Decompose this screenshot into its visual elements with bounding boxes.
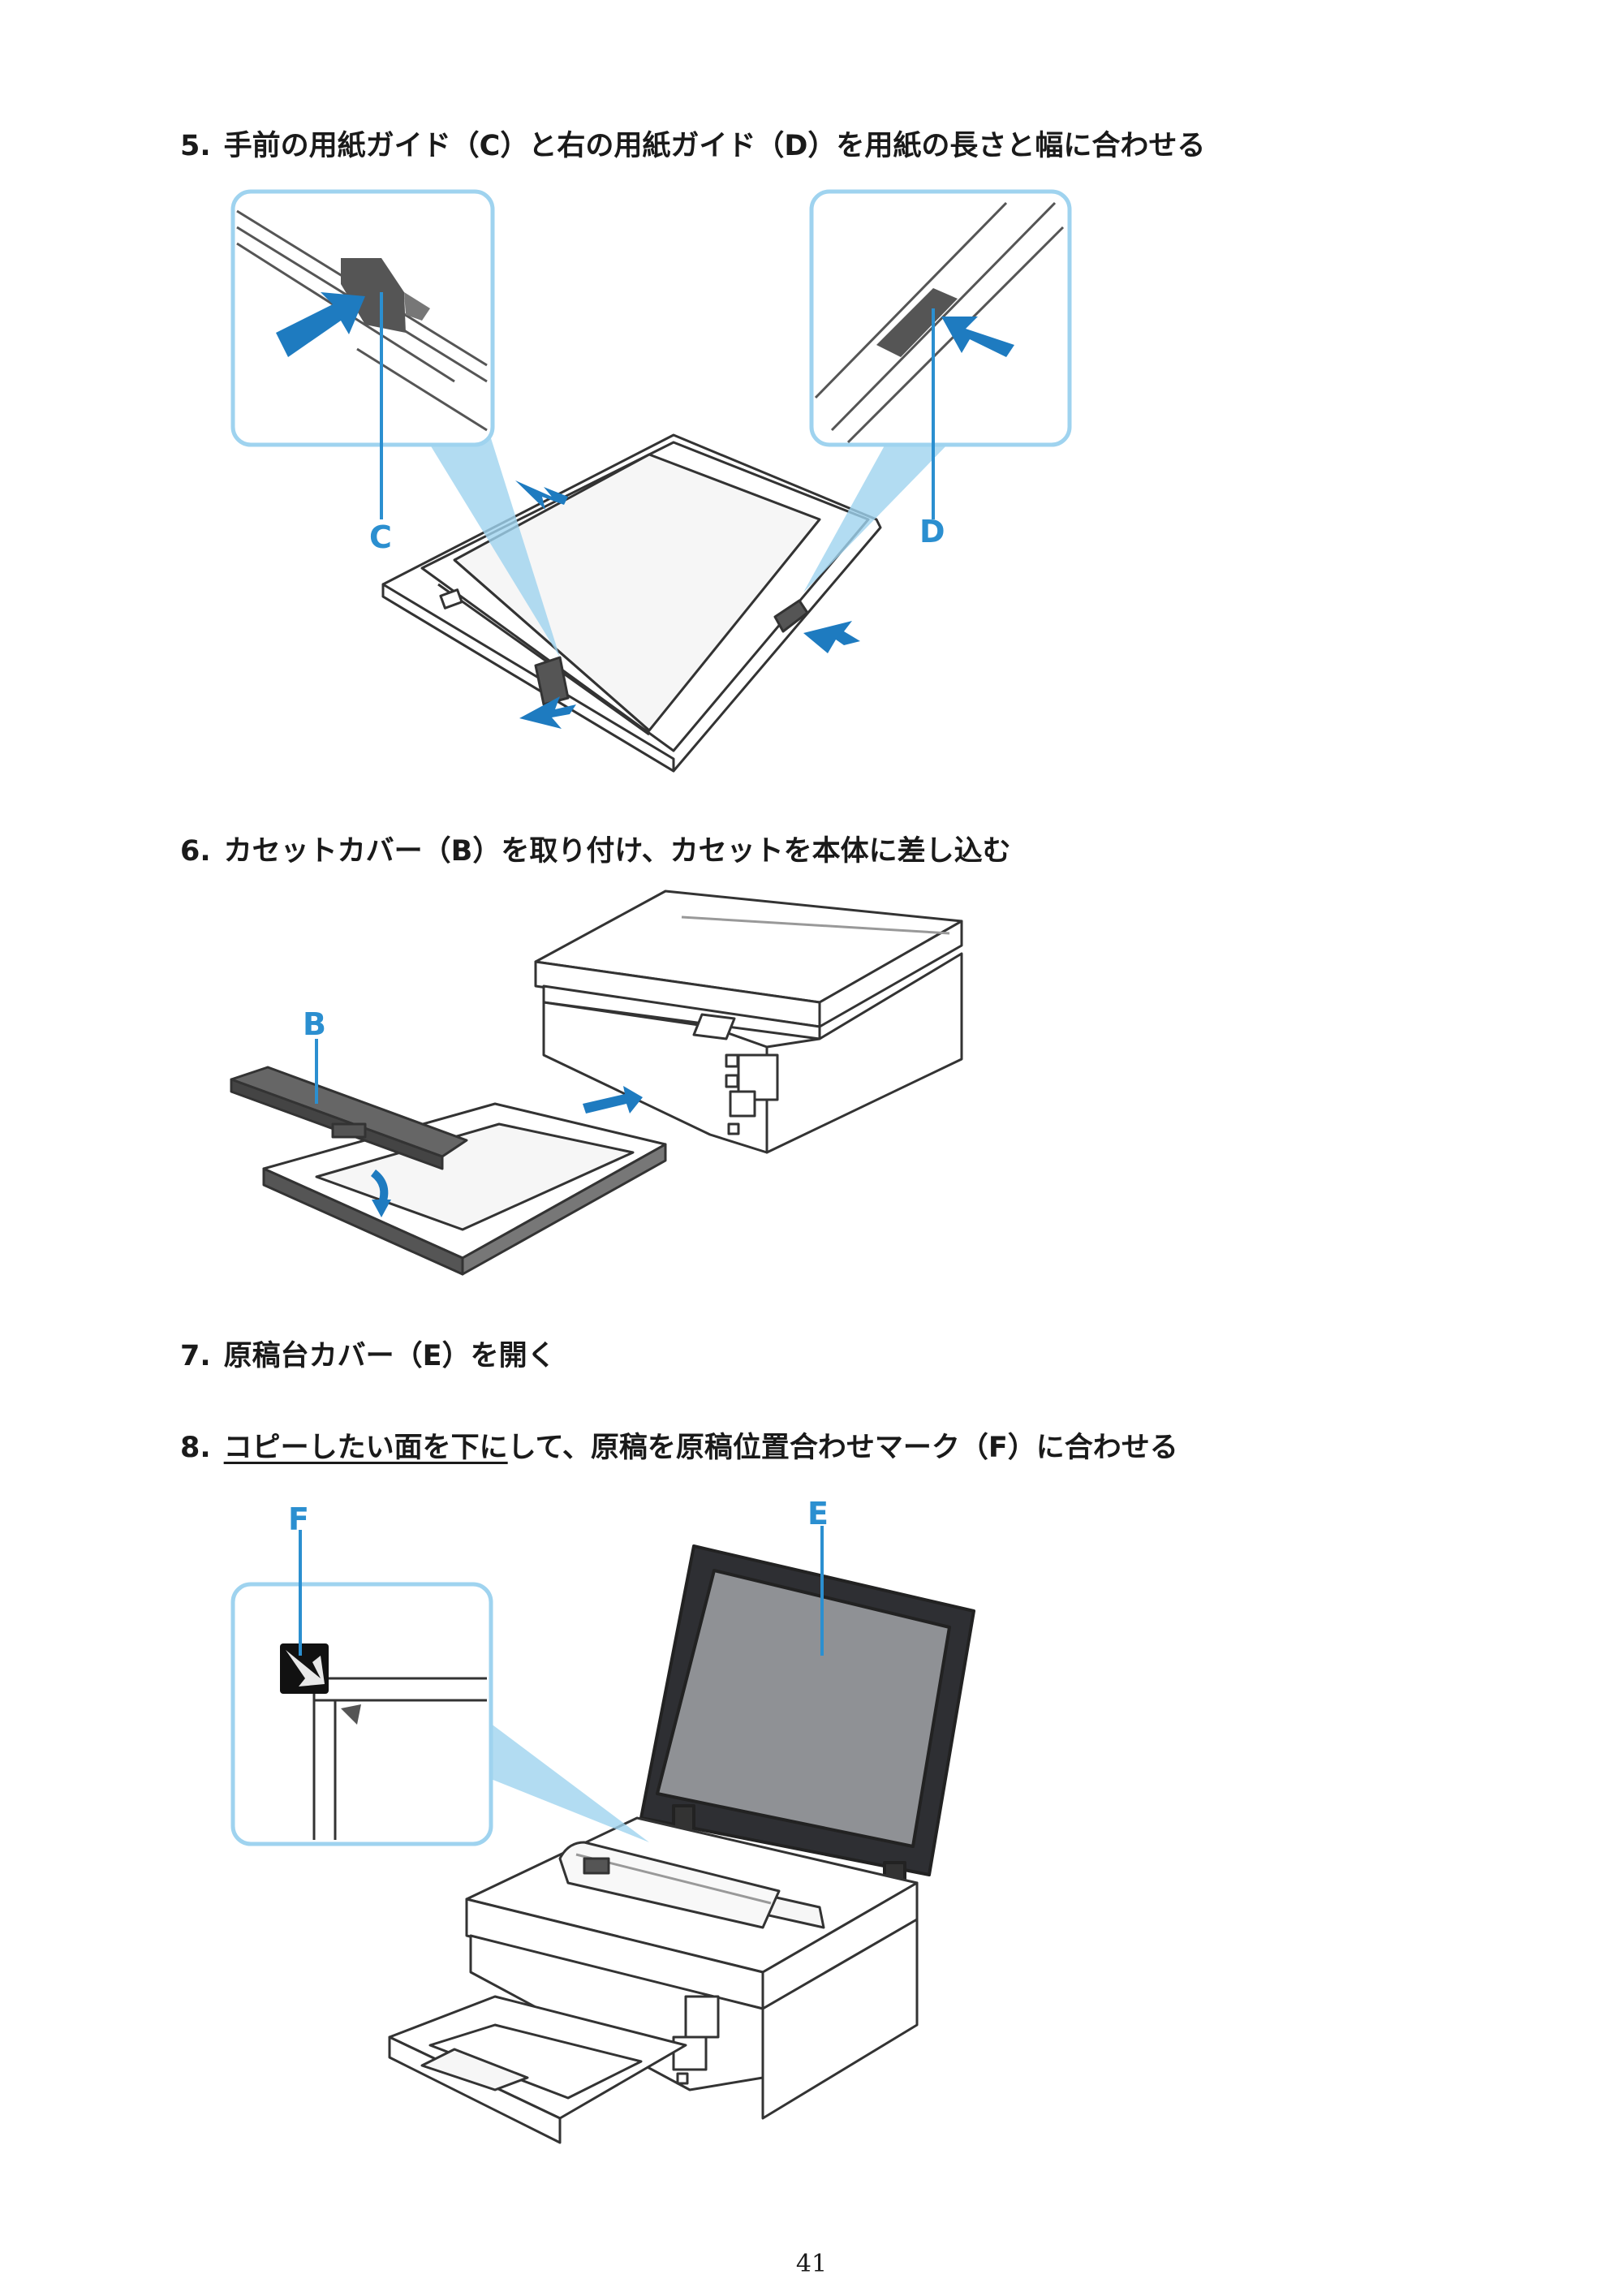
printer-body: [534, 890, 963, 1154]
callout-beam: [803, 438, 954, 592]
step-text: 手前の用紙ガイド（C）と右の用紙ガイド（D）を用紙の長さと幅に合わせる: [223, 130, 1206, 162]
paper-cassette: [381, 433, 882, 773]
step-7-heading: 7. 原稿台カバー（E）を開く: [180, 1342, 556, 1371]
step-number: 8.: [180, 1432, 211, 1464]
figure-label-c: C: [369, 519, 392, 555]
step-6-heading: 6. カセットカバー（B）を取り付け、カセットを本体に差し込む: [180, 838, 1011, 866]
arrow-icon: [276, 292, 365, 357]
callout-guide-d: [809, 189, 1072, 519]
callout-beam: [426, 438, 560, 657]
cassette-insert-illustration: B: [230, 890, 963, 1276]
callout-alignment-mark: [230, 1530, 493, 1846]
scanner-original-illustration: E F: [230, 1496, 975, 2144]
step-text-underlined: コピーしたい面を下に: [223, 1432, 508, 1464]
figure-label-d: D: [919, 514, 945, 549]
step-8-heading: 8. コピーしたい面を下にして、原稿を原稿位置合わせマーク（F）に合わせる: [180, 1434, 1178, 1462]
step-number: 6.: [180, 835, 211, 868]
step-number: 5.: [180, 130, 211, 162]
step-text: カセットカバー（B）を取り付け、カセットを本体に差し込む: [223, 835, 1011, 868]
figure-label-f: F: [288, 1501, 309, 1537]
arrow-icon: [941, 317, 1014, 357]
arrow-icon: [515, 480, 568, 510]
arrow-icon: [803, 621, 860, 653]
cassette-cover: [230, 1066, 468, 1170]
arrow-icon: [372, 1200, 391, 1217]
figure-label-e: E: [807, 1496, 829, 1531]
callout-guide-c: [230, 189, 495, 519]
callout-beam: [487, 1721, 649, 1842]
arrow-icon: [583, 1086, 643, 1114]
step-text: して、原稿を原稿位置合わせマーク（F）に合わせる: [507, 1432, 1178, 1464]
step-text: 原稿台カバー（E）を開く: [223, 1340, 556, 1372]
arrow-icon: [286, 1650, 325, 1686]
output-tray: [388, 1995, 687, 2144]
figure-label-b: B: [303, 1006, 326, 1042]
cassette-tray: [262, 1102, 667, 1276]
step-5-heading: 5. 手前の用紙ガイド（C）と右の用紙ガイド（D）を用紙の長さと幅に合わせる: [180, 132, 1205, 161]
arrow-icon: [519, 696, 576, 729]
step-number: 7.: [180, 1340, 211, 1372]
paper-guide-illustration: C D: [230, 189, 1072, 773]
printer-body: [465, 1816, 919, 2120]
page-number: 41: [795, 2250, 828, 2278]
